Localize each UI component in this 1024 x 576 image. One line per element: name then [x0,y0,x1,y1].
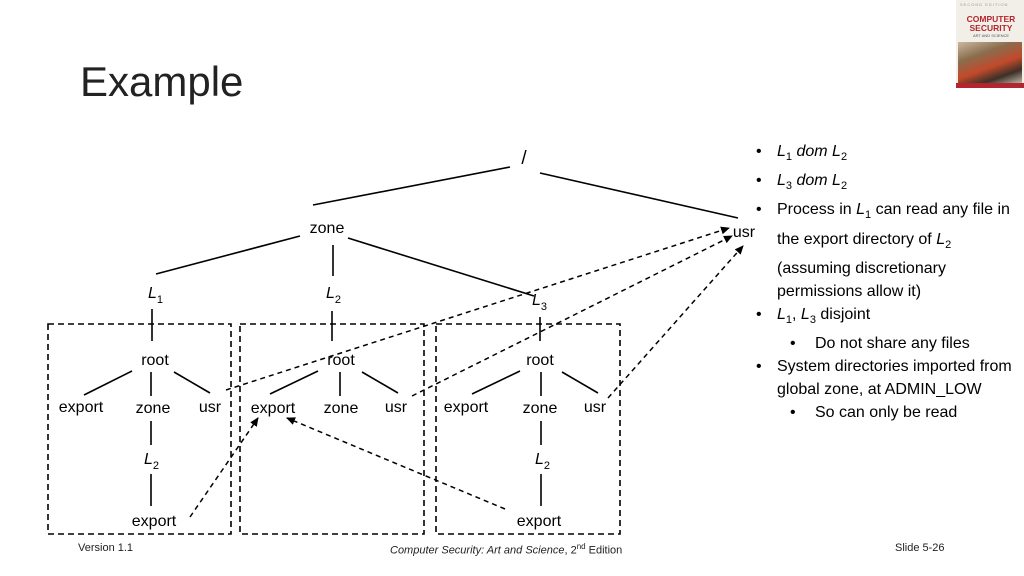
box3-usr-label: usr [584,399,607,416]
zone-box-L2 [239,323,425,535]
cover-edition: SECOND EDITION [960,2,1009,7]
arrow-box2-usr-to-global-usr [411,235,733,397]
cover-band [956,83,1024,88]
zone-box-L3 [435,323,621,535]
box3-bottom-export-label: export [517,513,562,530]
bullet-item: So can only be read [752,401,1017,424]
box2-edges [269,370,399,396]
bullet-item: Do not share any files [752,332,1017,355]
arrow-L3-export-to-L2-export [286,417,506,510]
zone-L3-label: L3 [532,292,547,313]
box1-L2-label: L2 [144,451,159,472]
zone-box-L1 [47,323,232,535]
global-zone-label: zone [310,220,345,237]
arrow-L1-export-to-L2-export [189,417,259,518]
box3-export-label: export [444,399,489,416]
footer-book-title: Computer Security: Art and Science, 2nd … [390,542,623,557]
box2-root-label: root [327,352,355,369]
box1-edges [83,370,211,506]
box3-root-label: root [526,352,554,369]
box1-export-label: export [59,399,104,416]
box1-usr-label: usr [199,399,222,416]
box3-L2-label: L2 [535,451,550,472]
root-slash-label: / [521,148,527,169]
arrow-box1-usr-to-global-usr [225,226,730,391]
bullet-item: L1 dom L2 [752,140,1017,169]
bullet-item: L3 dom L2 [752,169,1017,198]
slide-title: Example [80,58,244,105]
arrow-box3-usr-to-global-usr [607,245,744,399]
box3-edges [471,370,599,506]
cover-subtitle: ART AND SCIENCE [972,33,1010,38]
zone-L1-label: L1 [148,285,163,306]
box1-root-label: root [141,352,169,369]
cover-butterfly-photo [958,42,1022,86]
box3-zone-label: zone [523,400,558,417]
box1-bottom-export-label: export [132,513,177,530]
footer-version: Version 1.1 [78,542,134,554]
box2-usr-label: usr [385,399,408,416]
box2-export-label: export [251,400,296,417]
footer-slide-number: Slide 5-26 [895,542,945,554]
tree-edges-top [151,166,739,341]
bullet-item: L1, L3 disjoint [752,303,1017,332]
global-usr-label: usr [733,224,756,241]
zone-L2-label: L2 [326,285,341,306]
bullet-item: System directories imported from global … [752,355,1017,401]
bullet-item: Process in L1 can read any file in the e… [752,198,1017,302]
box1-zone-label: zone [136,400,171,417]
box2-zone-label: zone [324,400,359,417]
